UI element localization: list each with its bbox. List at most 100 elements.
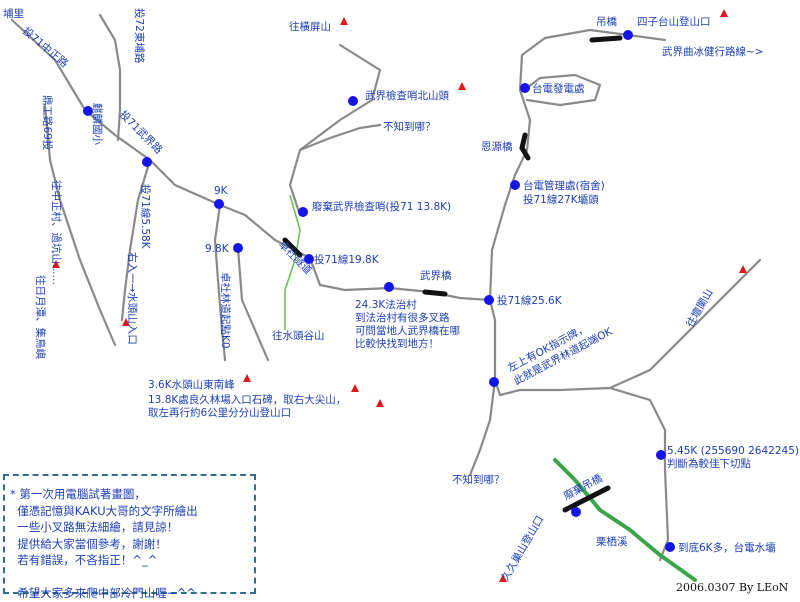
author-note-line: 一些小叉路無法細繪，請見諒！ <box>10 520 179 534</box>
label-plant: 台電發電處 <box>532 82 585 95</box>
road-tou72 <box>98 13 122 142</box>
point-kujiu <box>571 507 581 517</box>
trail-lilixi <box>553 458 697 582</box>
author-note-line: 僅憑記憶與KAKU大哥的文字所繪出 <box>10 503 198 518</box>
peak-kujiu-note2 <box>376 399 384 407</box>
peak-shuitou-east <box>243 374 251 382</box>
label-5-45k-b: 判斷為較佳下切點 <box>667 457 751 470</box>
label-shuitou-east: 3.6K水頭山東南峰 <box>148 378 235 391</box>
point-qilin-school <box>83 106 93 116</box>
author-note-box <box>3 474 256 594</box>
road-plant-loop <box>525 73 602 107</box>
peak-hengping <box>340 17 348 25</box>
label-sizi: 四子台山登山口 <box>637 15 711 28</box>
point-sizi <box>623 30 633 40</box>
point-north-peak <box>348 96 358 106</box>
point-abandoned-checkpoint <box>298 207 308 217</box>
road-upper-east <box>488 28 667 302</box>
road-network <box>10 13 762 562</box>
bridge-enyuan <box>519 132 531 161</box>
point-19-8k <box>304 254 314 264</box>
label-enyuan-bridge: 恩源橋 <box>481 140 513 153</box>
label-right-fork: 右入一→水頭山入口 <box>126 252 139 345</box>
label-9k8: 9.8K <box>205 243 230 255</box>
points <box>83 30 675 552</box>
label-lilixi: 栗栖溪 <box>596 535 628 548</box>
label-gupo-road: 卓社林道起點K0 <box>219 272 232 349</box>
label-taipower-office: 台電管理處(宿舍) <box>523 179 605 192</box>
label-5-45k: 5.45K (255690 2642245) <box>667 445 799 457</box>
label-fazhi-note1: 到法治村有很多叉路 <box>355 311 450 324</box>
point-taipower-office <box>510 180 520 190</box>
author-note-line: 希望大家多來爬中部冷門山喔~^^ <box>10 586 196 600</box>
bridge-top-suspension <box>589 35 623 43</box>
label-shuitou-valley: 往水頭谷山 <box>272 329 325 342</box>
label-kujiu-trailhead: 久久巢山登山口 <box>498 513 546 583</box>
peak-kujiu <box>499 574 507 582</box>
point-5-45k <box>656 450 666 460</box>
label-19-8k: 投71線19.8K <box>314 253 380 266</box>
peak-north <box>458 82 466 90</box>
label-tou71-wujie: 投71武界路 <box>117 108 166 157</box>
label-north-peak: 武界檢查哨北山頭 <box>365 89 449 102</box>
road-9k-south <box>213 203 227 362</box>
bridge-tunnel <box>282 237 303 258</box>
road-tou71-main <box>10 18 762 397</box>
label-wujie-bridge: 武界橋 <box>420 269 452 282</box>
label-fazhi-note3: 比較快找到地方！ <box>355 337 439 350</box>
label-taipower-office2: 投71線27K壩頭 <box>523 193 599 206</box>
label-fazhi: 24.3K法治村 <box>355 298 417 311</box>
point-9k8 <box>233 243 243 253</box>
point-end-6k <box>665 542 675 552</box>
label-fazhi-note2: 可問當地人武界橋在哪 <box>355 324 460 337</box>
road-southeast <box>608 386 670 562</box>
label-suspension-bridge: 吊橋 <box>596 15 617 28</box>
bridge-abandoned-suspension <box>562 485 611 513</box>
bridges <box>282 35 623 513</box>
label-unknown-top: 不知到哪？ <box>383 120 436 133</box>
road-north-fork <box>288 43 382 217</box>
label-to-sun-moon-lake: 往日月潭、集鳥嶼 <box>34 275 47 359</box>
label-tou71-558: 投71線5.58K <box>139 184 152 250</box>
label-to-zhongzheng: 往中正村、過坑山…… <box>50 180 63 285</box>
road-north-fork2 <box>298 123 382 152</box>
point-9k <box>214 199 224 209</box>
author-note-line: 若有錯誤，不吝指正！^_^ <box>10 553 158 567</box>
road-shuitou-branch <box>120 158 152 322</box>
label-wujie-qubing: 武界曲冰健行路線~> <box>662 45 764 58</box>
point-24-3k <box>384 282 394 292</box>
label-dinggong: 鼎工路69投 <box>41 95 54 151</box>
author-note-line: 提供給大家當個參考，謝謝！ <box>10 536 167 551</box>
label-abandoned-checkpoint: 廢棄武界檢查哨(投71 13.8K) <box>312 200 451 213</box>
credit-signature: 2006.0307 By LEoN <box>676 581 789 594</box>
peak-zhongzheng <box>52 260 60 268</box>
point-25-6k <box>484 295 494 305</box>
peak-shuitou-entry <box>122 318 130 326</box>
peak-markers <box>52 9 747 582</box>
label-tou71-zhongzheng: 投71中正路 <box>20 24 71 70</box>
peak-sizi <box>720 9 728 17</box>
road-south-unknown <box>468 378 497 477</box>
peak-kujiu-note <box>351 384 359 392</box>
label-end-6k: 到底6K多，台電水壩 <box>678 541 776 554</box>
author-note-text: * 第一次用電腦試著畫圖， 僅憑記憶與KAKU大哥的文字所繪出 一些小叉路無法細… <box>10 486 198 602</box>
label-tou72: 投72東埔路 <box>133 8 146 64</box>
label-unknown-bottom: 不知到哪？ <box>452 473 505 486</box>
point-wujie-road <box>142 157 152 167</box>
trail-shuitou-valley <box>284 194 301 330</box>
bridge-wujie <box>422 289 448 297</box>
label-qilin-school: 麒麟國小 <box>91 103 104 145</box>
peak-tanshan <box>739 265 747 273</box>
road-left-branch <box>43 103 117 347</box>
label-kujiu-note1: 13.8K處良久林場入口石碑，取右大尖山， <box>148 393 346 406</box>
label-to-hengping: 往橫屏山 <box>289 20 331 33</box>
road-9k8 <box>236 246 270 362</box>
label-kujiu-note2: 取左再行約6公里分分山登山口 <box>148 406 291 419</box>
label-puli: 埔里 <box>3 7 24 20</box>
label-25-6k: 投71線25.6K <box>497 294 563 307</box>
point-plant <box>520 83 530 93</box>
point-ok-sign <box>489 377 499 387</box>
author-note-line: * 第一次用電腦試著畫圖， <box>10 487 146 501</box>
label-9k: 9K <box>214 185 229 197</box>
